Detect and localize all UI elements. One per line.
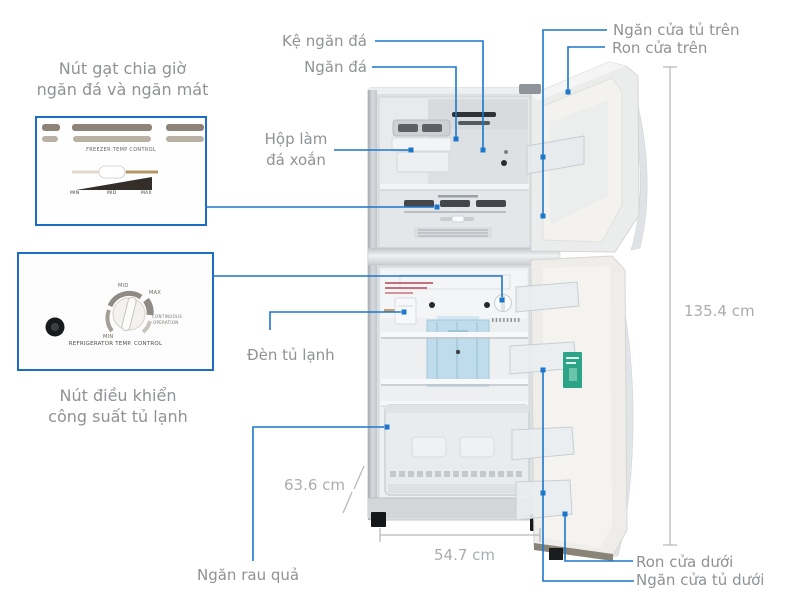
freezer-panel-min: MIN	[70, 191, 80, 196]
spiral-ice-box-line1: Hộp làm	[264, 130, 328, 148]
front-left-foot	[371, 512, 386, 527]
freezer-panel-mid: MID	[107, 191, 117, 196]
top-door-open	[519, 61, 648, 253]
energy-label-sticker	[563, 352, 582, 388]
callout-label-fridge-light: Đèn tủ lạnh	[247, 346, 335, 364]
freezer-panel-title: FREEZER TEMP CONTROL	[86, 147, 156, 153]
callout-label-lower-door-gasket: Ron cửa dưới	[636, 553, 734, 571]
callout-label-upper-door-gasket: Ron cửa trên	[612, 39, 708, 57]
bottom-door-open	[509, 255, 634, 561]
dimension-depth-label: 63.6 cm	[284, 476, 346, 494]
dimension-lines	[342, 66, 677, 546]
power-knob-line1: Nút điều khiển	[59, 386, 177, 405]
fridge-panel-min: MIN	[103, 334, 114, 340]
callout-label-lower-door-shelf: Ngăn cửa tủ dưới	[636, 571, 765, 589]
bottom-door-gasket	[534, 543, 613, 561]
callout-label-power-knob: Nút điều khiển công suất tủ lạnh	[23, 385, 213, 427]
callout-lines	[206, 29, 634, 582]
callout-dots	[384, 89, 571, 517]
power-knob-line2: công suất tủ lạnh	[48, 407, 188, 426]
fridge-panel-title: REFRIGERATOR TEMP. CONTROL	[68, 341, 163, 347]
fridge-panel-continuous-line2: OPERATION	[153, 320, 179, 325]
callout-label-spiral-ice-box: Hộp làm đá xoắn	[246, 129, 346, 171]
fridge-panel-continuous-line1: CONTINUOUS	[152, 314, 183, 319]
callout-label-freezer-compartment: Ngăn đá	[304, 58, 367, 76]
cabinet-divider-band	[367, 247, 561, 266]
vegetable-drawer	[384, 404, 530, 496]
freezer-control-inset	[35, 116, 207, 226]
callout-label-ice-shelf: Kệ ngăn đá	[281, 32, 367, 50]
dimension-width-label: 54.7 cm	[433, 546, 496, 564]
callout-label-upper-door-shelf: Ngăn cửa tủ trên	[613, 21, 740, 39]
freezer-interior	[378, 96, 531, 248]
fridge-panel-mid: MID	[118, 283, 129, 289]
freezer-switch-line2: ngăn đá và ngăn mát	[36, 80, 209, 99]
callout-label-freezer-switch: Nút gạt chia giờ ngăn đá và ngăn mát	[25, 58, 220, 100]
spiral-ice-box-line2: đá xoắn	[266, 151, 326, 169]
fridge-interior	[368, 266, 543, 531]
fridge-panel-max: MAX	[149, 290, 162, 296]
dimension-height-label: 135.4 cm	[684, 302, 755, 320]
top-hinge	[519, 84, 541, 94]
freezer-switch-line1: Nút gạt chia giờ	[58, 59, 187, 78]
fridge-control-inset	[17, 252, 214, 371]
callout-label-vegetable-drawer: Ngăn rau quả	[197, 566, 300, 584]
freezer-panel-max: MAX	[141, 191, 152, 196]
top-door-bin	[526, 135, 585, 175]
